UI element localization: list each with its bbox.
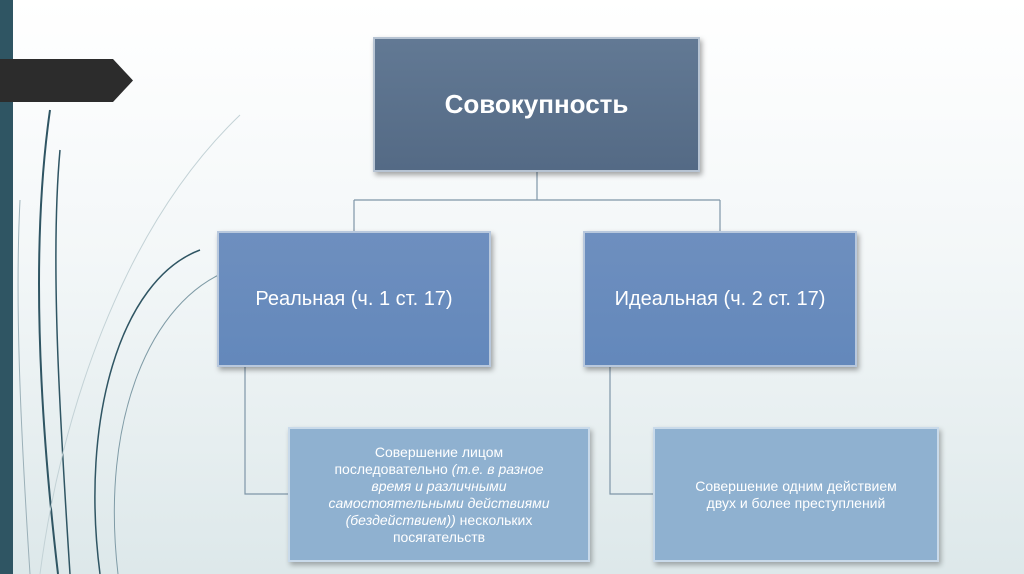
root-node-label: Совокупность	[445, 89, 629, 120]
branch-node-ideal-label: Идеальная (ч. 2 ст. 17)	[615, 288, 826, 311]
branch-node-real-label: Реальная (ч. 1 ст. 17)	[255, 288, 452, 311]
leaf-node-real-definition: Совершение лицом последовательно (т.е. в…	[288, 427, 590, 562]
leaf-node-ideal-definition: Совершение одним действием двух и более …	[653, 427, 939, 562]
leaf-node-real-text: Совершение лицом последовательно (т.е. в…	[328, 444, 549, 546]
branch-node-ideal: Идеальная (ч. 2 ст. 17)	[583, 231, 857, 367]
root-node: Совокупность	[373, 37, 700, 172]
leaf-node-ideal-text: Совершение одним действием двух и более …	[695, 478, 897, 512]
branch-node-real: Реальная (ч. 1 ст. 17)	[217, 231, 491, 367]
